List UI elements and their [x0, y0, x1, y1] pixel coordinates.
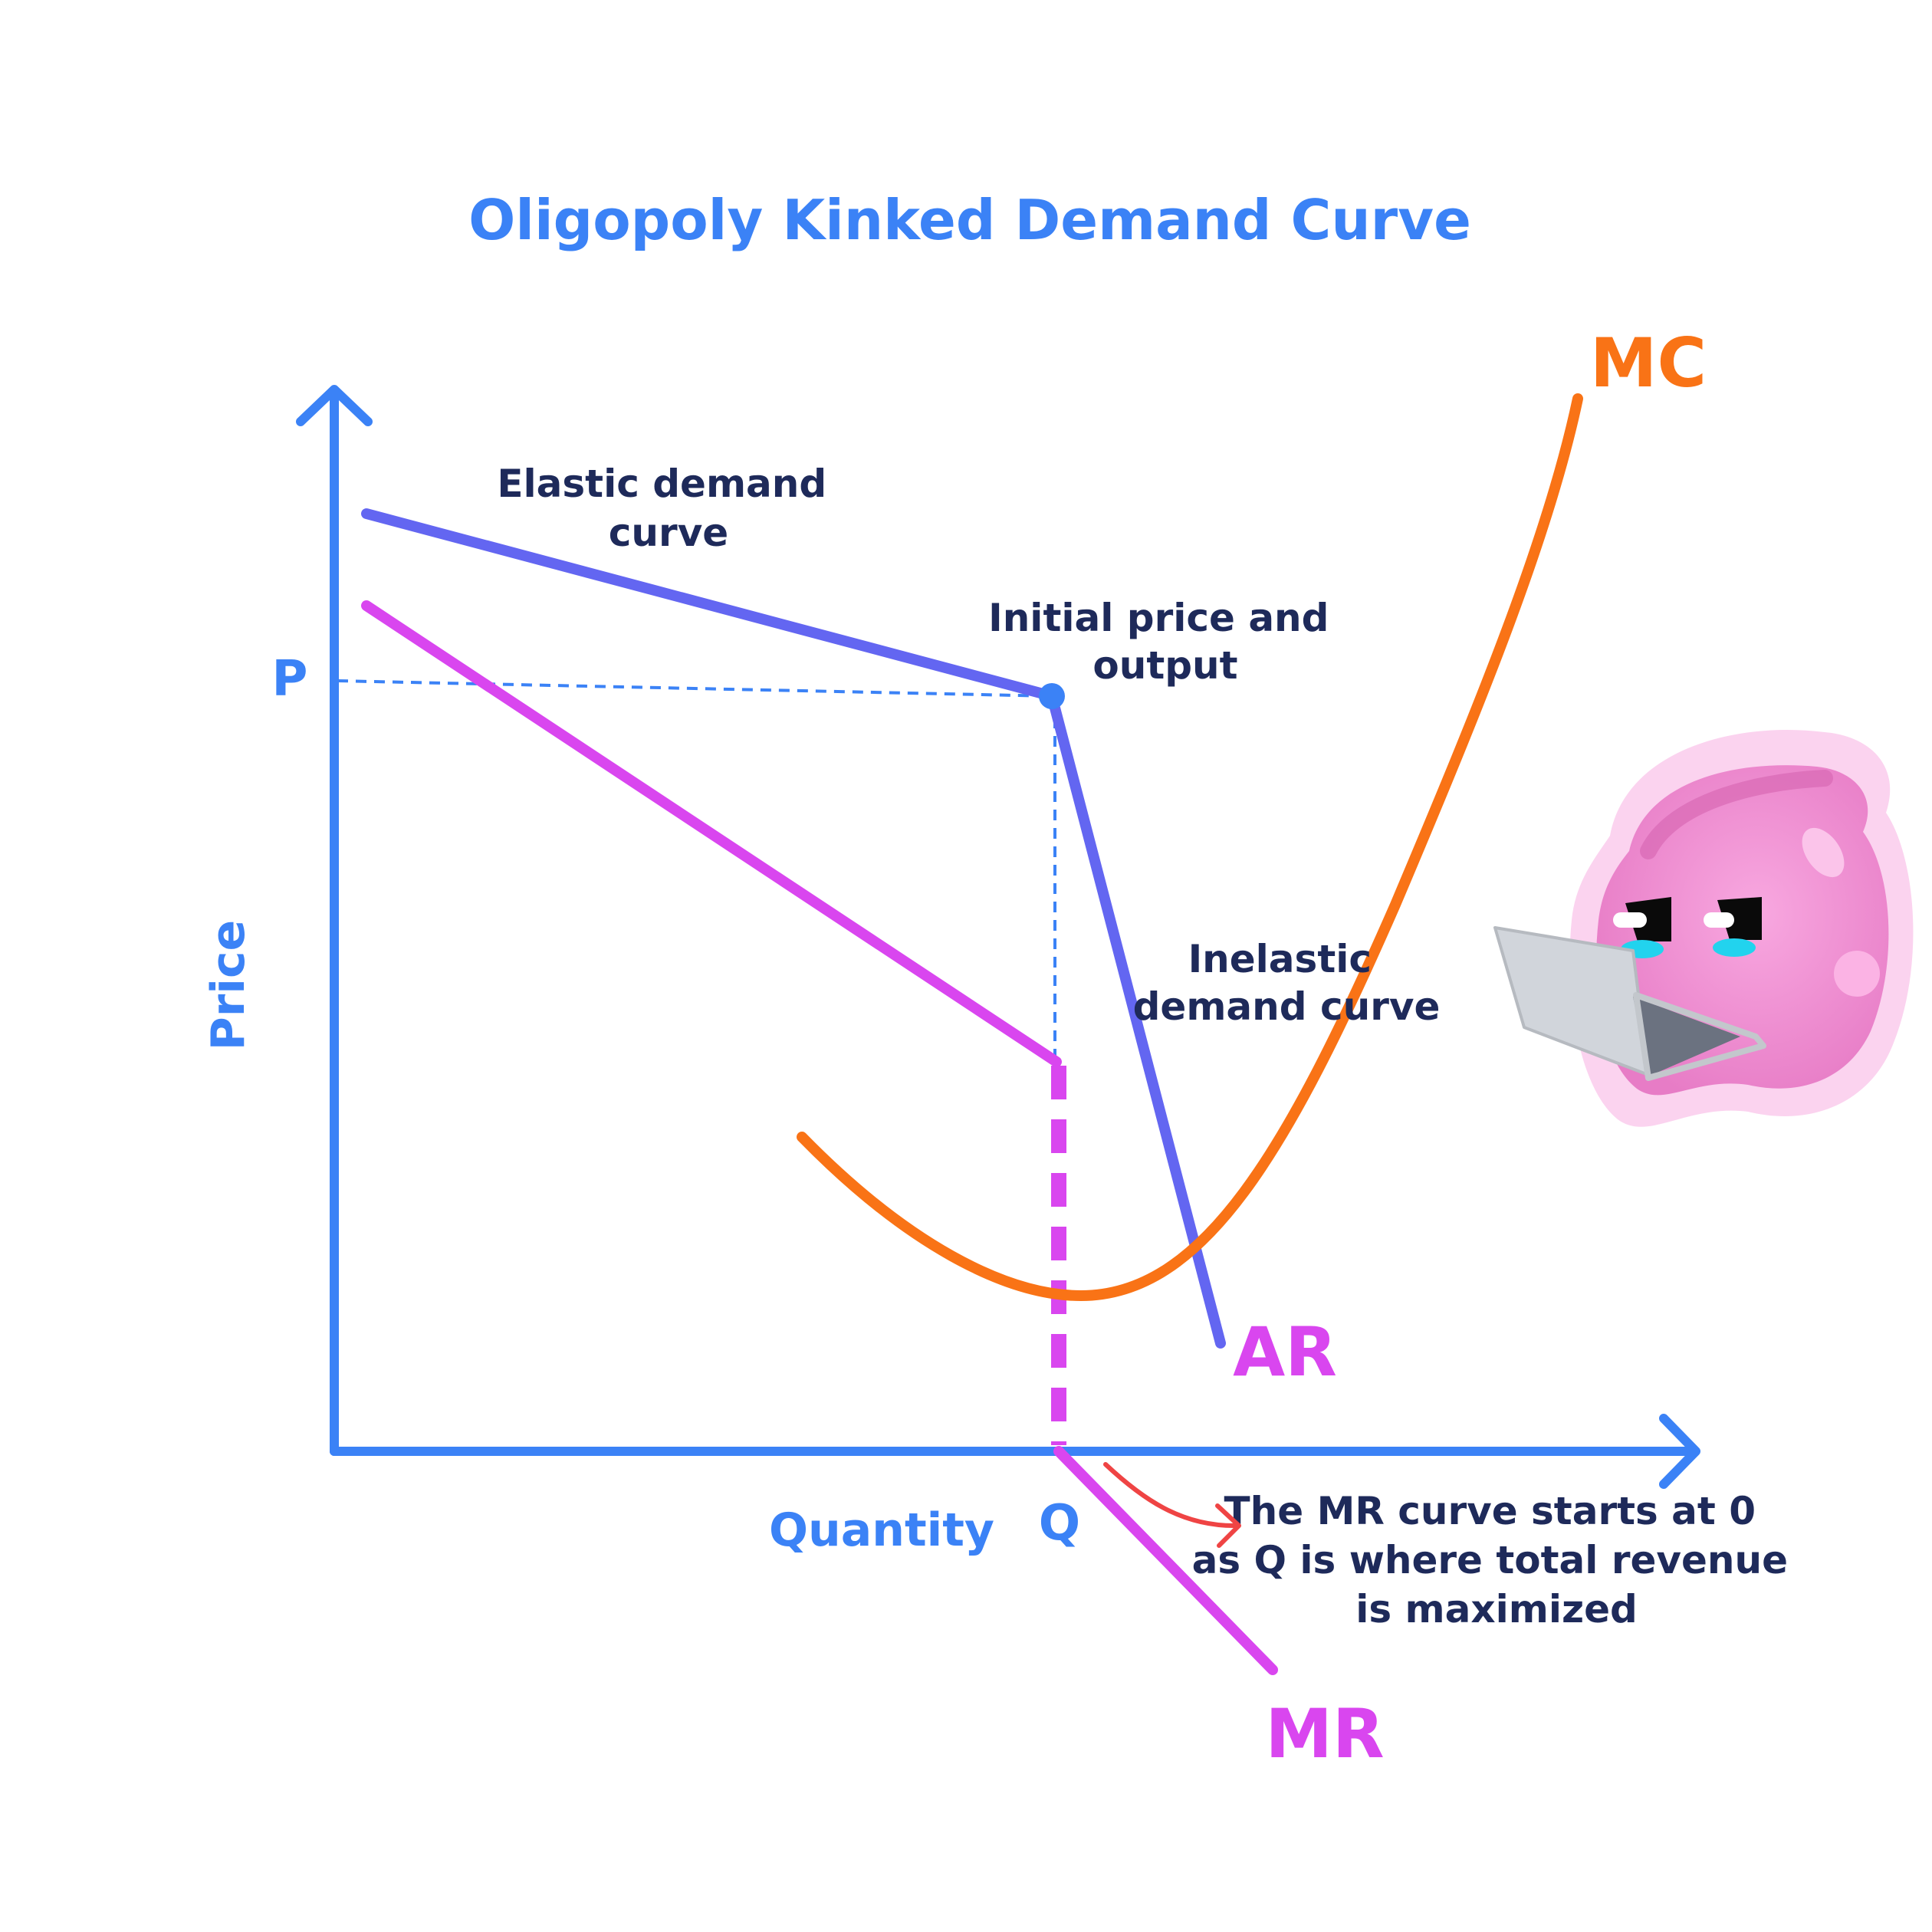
- y-axis-arrowhead: [296, 385, 373, 426]
- kink-line-2: output: [1092, 643, 1237, 688]
- elastic-line-1: Elastic demand: [497, 462, 826, 506]
- mc-curve: [797, 393, 1583, 1302]
- kink-line-1: Initial price and: [988, 596, 1329, 640]
- elastic-demand-annotation: Elastic demand curve: [497, 462, 840, 555]
- x-axis-arrowhead: [1659, 1414, 1700, 1489]
- elastic-line-2: curve: [609, 511, 728, 555]
- mr-note-annotation: The MR curve starts at 0 as Q is where t…: [1192, 1489, 1802, 1631]
- ar-label: AR: [1233, 1313, 1337, 1392]
- mr-note-line-2: as Q is where total revenue: [1192, 1538, 1788, 1582]
- kink-point: [1039, 683, 1065, 709]
- price-guide-line: [337, 679, 1053, 698]
- mr-curve-lower: [1053, 1446, 1278, 1675]
- pink-blob-mascot-with-laptop-icon: [1493, 729, 1914, 1127]
- note-arrow: [1103, 1462, 1237, 1528]
- mc-label: MC: [1590, 324, 1707, 402]
- mr-curve-upper: [361, 600, 1062, 1067]
- axes: [296, 385, 1700, 1489]
- mr-label: MR: [1265, 1694, 1384, 1773]
- mr-note-line-1: The MR curve starts at 0: [1224, 1489, 1756, 1533]
- inelastic-demand-annotation: Inelastic demand curve: [1133, 937, 1441, 1029]
- diagram-title: Oligopoly Kinked Demand Curve: [468, 188, 1471, 252]
- mr-note-line-3: is maximized: [1355, 1587, 1638, 1631]
- price-tick-label: P: [272, 651, 308, 708]
- inelastic-line-1: Inelastic: [1188, 937, 1372, 981]
- inelastic-line-2: demand curve: [1133, 984, 1441, 1029]
- y-axis-label: Price: [202, 920, 255, 1050]
- x-axis-label: Quantity: [769, 1503, 994, 1557]
- kink-annotation: Initial price and output: [988, 596, 1342, 688]
- quantity-tick-label: Q: [1039, 1495, 1080, 1552]
- note-arrowhead: [1215, 1503, 1241, 1548]
